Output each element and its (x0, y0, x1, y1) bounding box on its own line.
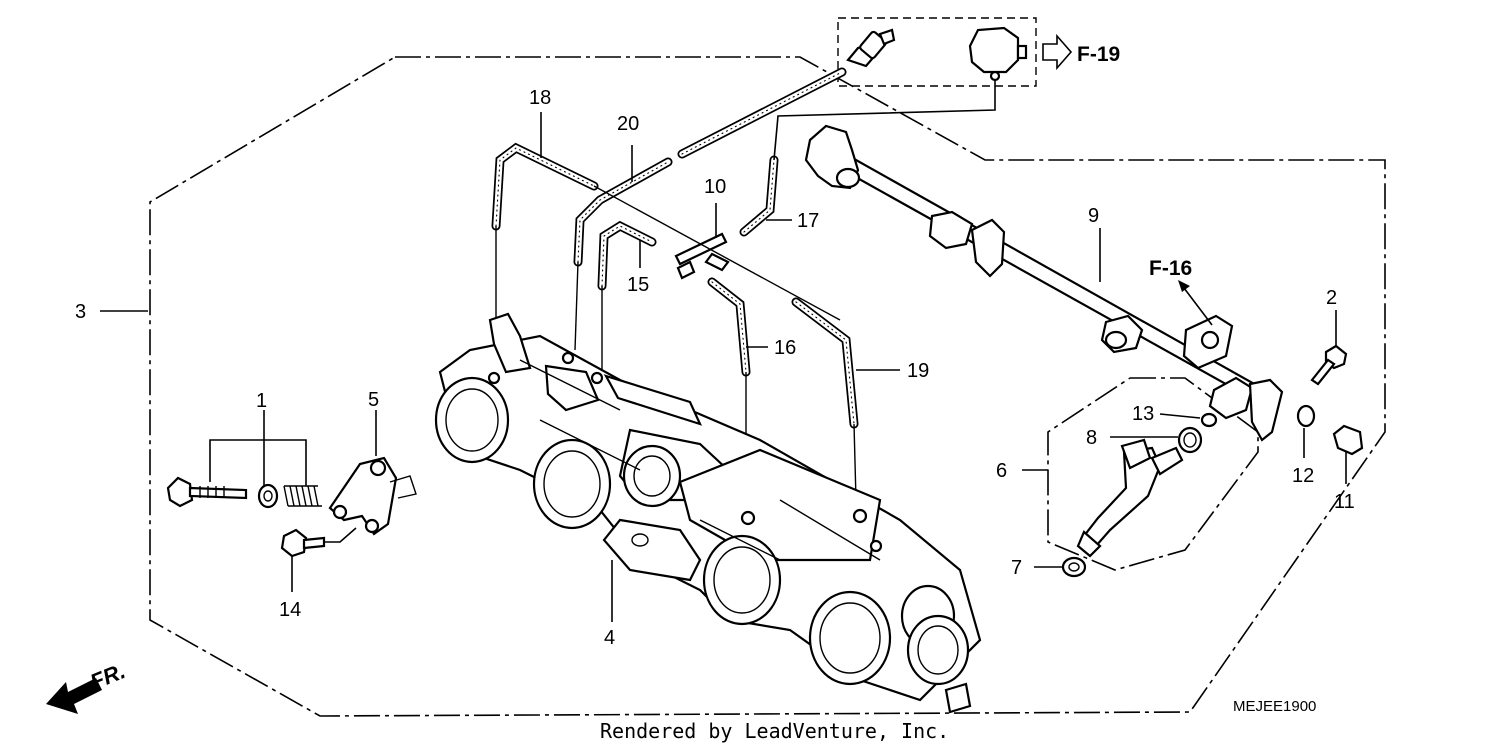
leader-13 (1159, 413, 1201, 419)
render-credit: Rendered by LeadVenture, Inc. (600, 719, 949, 743)
vacuum-fitting-part (846, 28, 896, 68)
washer-1 (257, 483, 279, 509)
callout-17: 17 (797, 210, 819, 232)
bolt-11 (1332, 424, 1364, 456)
callout-9: 9 (1088, 205, 1099, 227)
route-19 (853, 423, 857, 501)
throttle-body-assembly (434, 312, 982, 714)
spring-1 (283, 485, 322, 507)
route-20 (574, 261, 579, 351)
diagram-code: MEJEE1900 (1233, 698, 1316, 715)
callout-12: 12 (1292, 465, 1314, 487)
hose-16 (707, 277, 751, 377)
callout-5: 5 (368, 389, 379, 411)
callout-11: 11 (1334, 491, 1355, 513)
hose-19 (791, 297, 859, 429)
callout-14: 14 (279, 599, 301, 621)
callout-3: 3 (75, 301, 86, 323)
sensor-line (773, 80, 996, 161)
f19-reference-label: F-19 (1077, 43, 1120, 66)
o-ring-13 (1200, 412, 1218, 428)
hose-20 (573, 67, 847, 267)
callout-6: 6 (996, 460, 1007, 482)
leader-1-bracket (209, 439, 307, 486)
f16-reference-label: F-16 (1149, 257, 1192, 280)
injector-seal-8 (1177, 426, 1203, 454)
screw-14 (280, 528, 326, 558)
adjust-screw-1 (166, 476, 248, 508)
callout-19: 19 (907, 360, 929, 382)
callout-16: 16 (774, 337, 796, 359)
f19-reference-arrow (1042, 33, 1073, 71)
fuel-injector (1076, 438, 1184, 558)
hose-17 (739, 155, 779, 237)
callout-1: 1 (256, 390, 267, 412)
hose-18 (491, 142, 599, 231)
callout-4: 4 (604, 627, 615, 649)
hose-15 (597, 220, 657, 291)
injector-cushion-7 (1061, 556, 1087, 578)
f16-reference-arrow (1178, 280, 1213, 326)
route-diagonal (593, 185, 841, 321)
bolt-2 (1310, 344, 1348, 386)
callout-15: 15 (627, 274, 649, 296)
assembly-boundary (149, 56, 1386, 717)
washer-12 (1296, 404, 1316, 428)
injector-group-boundary (1047, 377, 1259, 571)
fuel-rail (804, 124, 1284, 442)
callout-8: 8 (1086, 427, 1097, 449)
callout-18: 18 (529, 87, 551, 109)
map-sensor-part (968, 26, 1028, 82)
callout-20: 20 (617, 113, 639, 135)
callout-13: 13 (1132, 403, 1154, 425)
front-direction-arrow (46, 678, 102, 714)
front-direction-label: FR. (87, 658, 129, 694)
callout-7: 7 (1011, 557, 1022, 579)
callout-2: 2 (1326, 287, 1337, 309)
callout-10: 10 (704, 176, 726, 198)
link-bracket-5 (328, 456, 417, 536)
hose-joint-10 (674, 232, 730, 280)
f19-parts-box (837, 17, 1037, 87)
screw-14-link (324, 527, 357, 543)
